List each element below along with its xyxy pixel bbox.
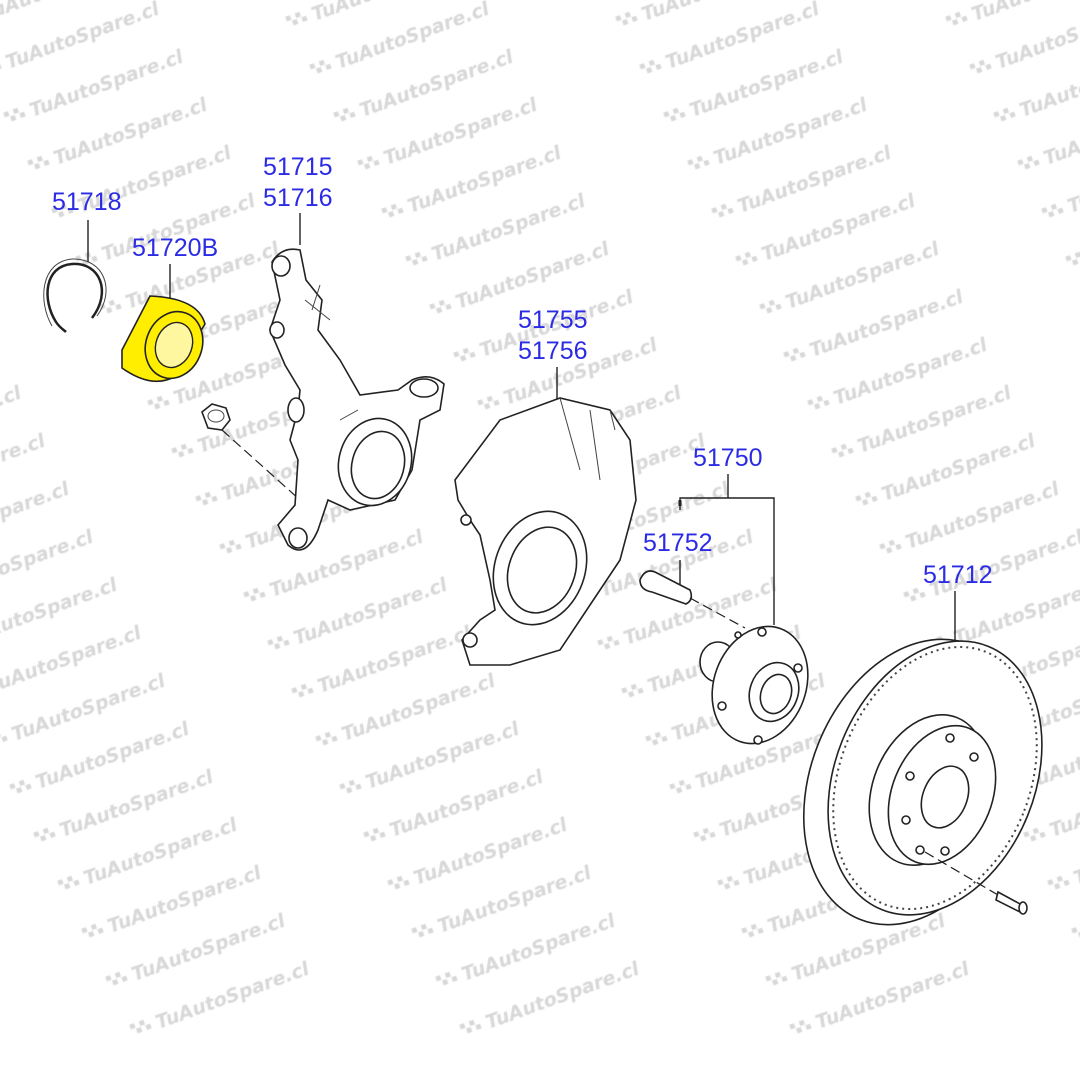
label-51755[interactable]: 51755 xyxy=(518,306,588,334)
label-51712[interactable]: 51712 xyxy=(923,561,993,589)
part-hub-bolt[interactable]: 51752 xyxy=(639,529,746,629)
label-51756[interactable]: 51756 xyxy=(518,337,588,365)
part-brake-disc[interactable]: 51712 xyxy=(763,561,1080,958)
label-51716[interactable]: 51716 xyxy=(263,184,333,212)
label-51718[interactable]: 51718 xyxy=(52,188,122,216)
part-snap-ring[interactable]: 51718 xyxy=(43,188,122,333)
part-nut xyxy=(201,403,301,501)
part-wheel-bearing[interactable]: 51720B xyxy=(121,234,218,387)
part-dust-cover[interactable]: 51755 51756 xyxy=(454,306,637,666)
part-hub-assembly[interactable]: 51750 xyxy=(678,444,824,757)
label-51720b[interactable]: 51720B xyxy=(132,234,218,262)
part-steering-knuckle[interactable]: 51715 51716 xyxy=(263,153,445,551)
label-51752[interactable]: 51752 xyxy=(643,529,713,557)
label-51750[interactable]: 51750 xyxy=(693,444,763,472)
label-51715[interactable]: 51715 xyxy=(263,153,333,181)
